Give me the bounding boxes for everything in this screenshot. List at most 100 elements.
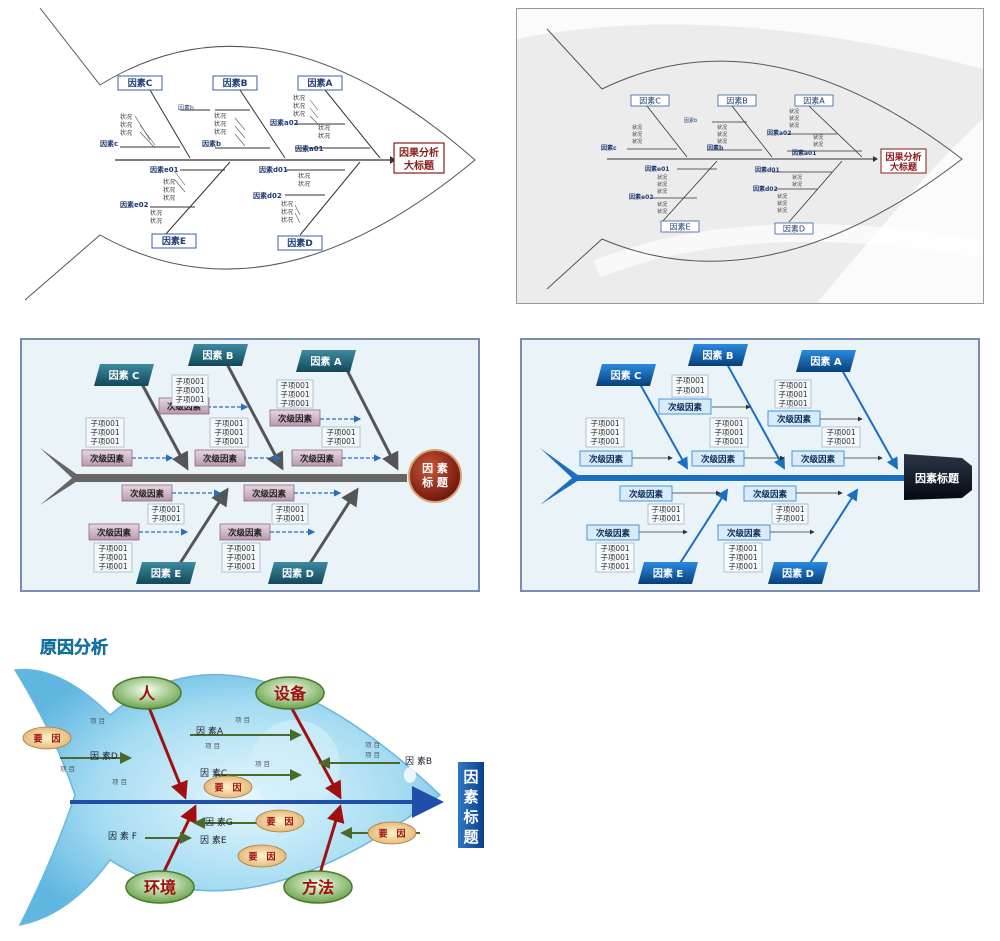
svg-text:因 素: 因 素 [422, 461, 448, 475]
svg-text:要 因: 要 因 [266, 817, 293, 828]
svg-text:子项001: 子项001 [280, 381, 310, 390]
factor-d: 因 素D [90, 750, 118, 762]
svg-text:因素 A: 因素 A [810, 355, 841, 368]
svg-text:素: 素 [463, 788, 478, 806]
svg-text:因素 D: 因素 D [782, 567, 814, 580]
label-d02: 因素d02 [253, 191, 282, 200]
svg-text:子项001: 子项001 [214, 428, 244, 437]
label-b: 因素b [202, 139, 221, 148]
svg-text:状况: 状况 [293, 94, 305, 102]
svg-text:子项001: 子项001 [714, 437, 744, 446]
svg-text:状况: 状况 [657, 174, 667, 181]
svg-text:标: 标 [462, 808, 478, 826]
svg-text:状况: 状况 [789, 108, 799, 115]
svg-text:子项001: 子项001 [590, 419, 620, 428]
factor-box-e: 因素 E [136, 562, 196, 584]
svg-text:次级因素: 次级因素 [228, 528, 263, 539]
svg-text:状况: 状况 [214, 128, 226, 136]
svg-text:子项001: 子项001 [280, 399, 310, 408]
svg-text:因素a01: 因素a01 [792, 149, 816, 157]
svg-text:子项001: 子项001 [175, 386, 205, 395]
svg-text:方法: 方法 [302, 878, 334, 897]
factor-c: 因 素C [200, 767, 227, 779]
svg-text:要 因: 要 因 [378, 829, 405, 840]
svg-text:人: 人 [139, 684, 156, 703]
svg-text:子项001: 子项001 [600, 544, 630, 553]
factor-f: 因 素 F [108, 830, 137, 842]
svg-text:要 因: 要 因 [248, 852, 275, 863]
svg-text:子项001: 子项001 [175, 395, 205, 404]
svg-text:子项001: 子项001 [275, 514, 305, 523]
svg-text:次级因素: 次级因素 [90, 454, 125, 465]
svg-text:次级因素: 次级因素 [727, 528, 762, 539]
svg-text:子项001: 子项001 [226, 553, 256, 562]
label-b-small: 因素b [178, 104, 194, 112]
svg-text:因素b: 因素b [684, 117, 697, 124]
svg-text:状况: 状况 [120, 129, 132, 137]
svg-text:次级因素: 次级因素 [130, 489, 165, 500]
svg-text:次级因素: 次级因素 [629, 489, 664, 500]
svg-text:次级因素: 次级因素 [252, 489, 287, 500]
factor-b: 因 素B [405, 755, 432, 767]
svg-text:子项001: 子项001 [775, 514, 805, 523]
factor-box-b: 因素B [212, 75, 258, 91]
svg-text:状况: 状况 [298, 172, 310, 180]
svg-text:状况: 状况 [163, 194, 175, 202]
factor-box-a: 因素A [803, 96, 825, 106]
page-title: 原因分析 [40, 637, 108, 658]
category-environment: 环境 [125, 870, 195, 904]
factor-box-d: 因素 D [768, 562, 828, 584]
svg-text:次级因素: 次级因素 [97, 528, 132, 539]
category-person: 人 [112, 676, 182, 710]
factor-box-b: 因素 B [188, 344, 248, 366]
svg-text:状况: 状况 [717, 138, 727, 145]
svg-text:因素 E: 因素 E [151, 567, 181, 580]
svg-text:子项001: 子项001 [600, 562, 630, 571]
factor-box-a: 因素A [297, 75, 343, 91]
svg-text:大标题: 大标题 [404, 159, 435, 172]
svg-text:因素 D: 因素 D [282, 567, 314, 580]
svg-text:因素e02: 因素e02 [629, 193, 653, 201]
svg-text:项 目: 项 目 [205, 742, 220, 750]
svg-text:次级因素: 次级因素 [701, 454, 736, 465]
svg-text:子项001: 子项001 [675, 386, 705, 395]
label-c: 因素c [100, 139, 118, 148]
svg-text:项 目: 项 目 [90, 717, 105, 725]
svg-text:因素 E: 因素 E [653, 567, 683, 580]
fish-outline [24, 7, 476, 301]
svg-text:项 目: 项 目 [235, 716, 250, 724]
svg-text:子项001: 子项001 [590, 428, 620, 437]
factor-box-a: 因素 A [796, 350, 856, 372]
category-equipment: 设备 [255, 676, 325, 710]
factor-box-c: 因素 C [596, 364, 656, 386]
svg-text:因素B: 因素B [223, 77, 248, 89]
svg-text:因素c: 因素c [601, 144, 617, 152]
svg-text:子项001: 子项001 [826, 437, 856, 446]
svg-text:环境: 环境 [144, 878, 176, 897]
svg-text:因素d01: 因素d01 [755, 166, 780, 174]
svg-text:状况: 状况 [214, 120, 226, 128]
svg-text:因果分析: 因果分析 [399, 146, 439, 159]
key-cause: 要 因 [33, 734, 60, 745]
svg-text:项 目: 项 目 [365, 741, 380, 749]
svg-text:状况: 状况 [657, 188, 667, 195]
svg-text:状况: 状况 [281, 216, 293, 224]
svg-text:状况: 状况 [281, 208, 293, 216]
svg-text:子项001: 子项001 [175, 377, 205, 386]
factor-box-b: 因素B [726, 96, 748, 106]
label-a01: 因素a01 [295, 144, 324, 153]
svg-text:要 因: 要 因 [214, 783, 241, 794]
label-e02: 因素e02 [120, 200, 149, 209]
factor-e: 因 素E [200, 834, 227, 846]
svg-text:状况: 状况 [813, 141, 823, 148]
svg-text:状况: 状况 [789, 115, 799, 122]
head-title-box: 因果分析 大标题 [880, 148, 927, 174]
svg-text:状况: 状况 [318, 124, 330, 132]
svg-text:次级因素: 次级因素 [203, 454, 238, 465]
svg-text:状况: 状况 [163, 178, 175, 186]
svg-text:子项001: 子项001 [590, 437, 620, 446]
factor-box-d: 因素D [783, 224, 805, 234]
svg-text:因: 因 [463, 768, 478, 786]
label-a02: 因素a02 [270, 118, 299, 127]
svg-text:子项001: 子项001 [151, 514, 181, 523]
